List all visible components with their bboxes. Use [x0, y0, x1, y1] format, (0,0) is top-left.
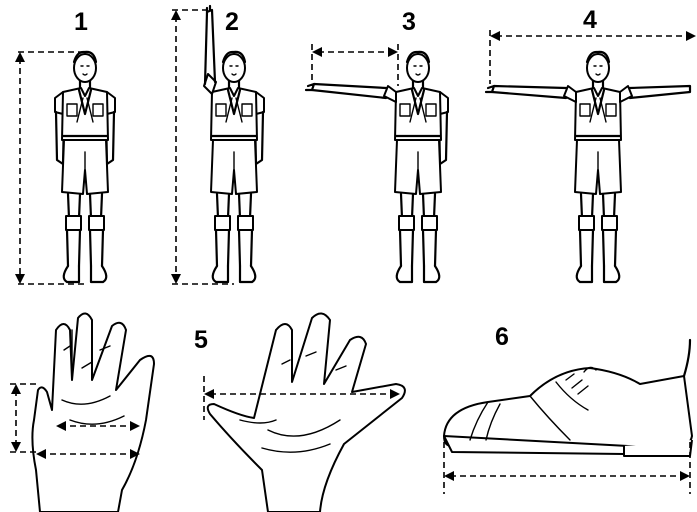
- figure-3-arm-length-measure: [312, 44, 398, 86]
- figure-4-arms-outstretched: [486, 52, 690, 282]
- shoe-side-view: [444, 340, 692, 456]
- figure-3-arm-extended: [306, 52, 448, 282]
- figure-2-arm-raised: [204, 6, 264, 282]
- figure-1-standing: [55, 52, 115, 282]
- hand-spread-right: [208, 313, 405, 512]
- hand-palm-left: [32, 313, 154, 512]
